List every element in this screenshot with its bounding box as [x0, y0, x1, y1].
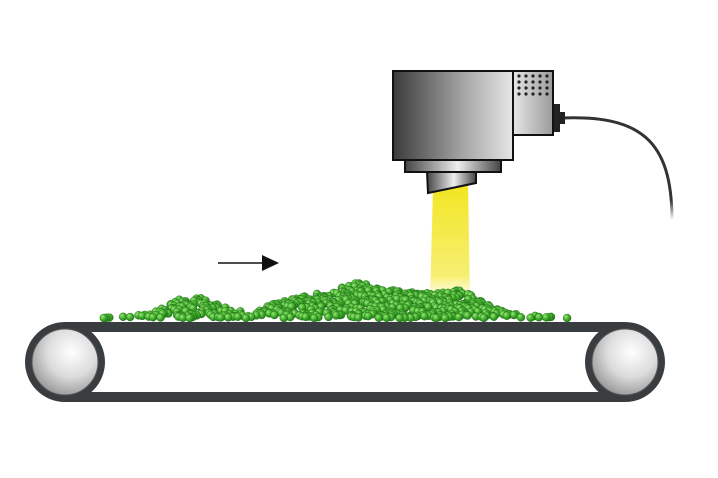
pea	[99, 313, 109, 323]
vent-hole	[524, 86, 528, 90]
pea	[374, 313, 383, 322]
vent-hole	[545, 92, 549, 96]
pea	[216, 313, 225, 322]
sensor-flange	[404, 159, 502, 173]
vent-hole	[517, 92, 521, 96]
pea	[562, 313, 572, 323]
pea	[118, 312, 128, 321]
light-beam	[430, 182, 470, 300]
vent-hole	[545, 86, 549, 90]
vent-hole	[517, 74, 521, 78]
pea	[156, 313, 165, 322]
pea	[364, 311, 373, 321]
pea	[185, 313, 194, 323]
pea	[354, 313, 363, 322]
direction-arrow-icon	[218, 255, 279, 271]
sensor-lens	[425, 171, 477, 195]
pea	[331, 311, 341, 320]
pea	[324, 312, 333, 322]
vent-hole	[531, 86, 535, 90]
pea	[542, 313, 551, 322]
pea	[279, 313, 288, 323]
vent-hole	[538, 86, 542, 90]
pea	[516, 313, 526, 322]
vent-hole	[517, 80, 521, 84]
vent-hole	[538, 92, 542, 96]
pea	[395, 313, 404, 323]
pea-pile	[99, 279, 572, 323]
vent-hole	[524, 74, 528, 78]
vent-hole	[524, 92, 528, 96]
pea	[270, 310, 279, 320]
vent-hole	[517, 86, 521, 90]
vent-hole	[538, 74, 542, 78]
conveyor-belt	[25, 322, 665, 402]
pea	[310, 313, 319, 323]
vent-holes	[517, 74, 549, 96]
sensor-connector	[552, 104, 560, 132]
pea	[526, 313, 535, 322]
pea	[301, 312, 310, 321]
belt-bottom	[65, 392, 625, 402]
pea	[125, 312, 135, 322]
pea	[420, 312, 429, 321]
pea	[463, 311, 472, 320]
pea	[148, 313, 158, 322]
vent-hole	[531, 74, 535, 78]
right-roller	[585, 322, 665, 402]
vent-hole	[531, 92, 535, 96]
left-roller	[25, 322, 105, 402]
vent-hole	[545, 74, 549, 78]
sensor-cable	[561, 116, 674, 221]
vent-hole	[531, 80, 535, 84]
pea	[432, 313, 441, 323]
vent-hole	[545, 80, 549, 84]
pea	[534, 313, 544, 322]
pea	[479, 313, 488, 322]
sensor-main-housing	[392, 70, 514, 161]
pea	[502, 311, 511, 320]
vent-hole	[538, 80, 542, 84]
pea	[454, 312, 464, 322]
pea	[241, 313, 251, 323]
belt-top	[65, 322, 625, 332]
pea	[509, 310, 519, 320]
vent-hole	[524, 80, 528, 84]
pea	[489, 312, 499, 321]
pea	[441, 313, 450, 323]
pea	[223, 313, 233, 322]
optical-sensor	[392, 70, 674, 221]
pea	[382, 313, 391, 322]
pea	[233, 312, 243, 321]
